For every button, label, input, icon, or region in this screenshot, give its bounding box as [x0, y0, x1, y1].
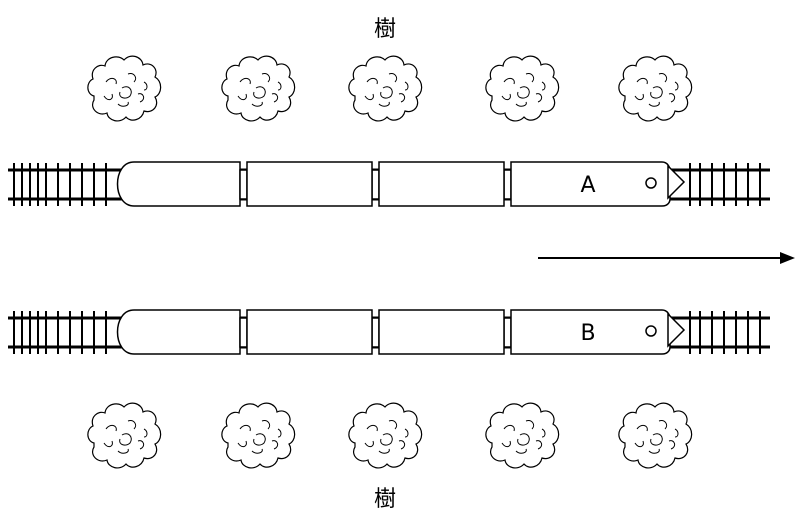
- tree-icon: [485, 402, 560, 469]
- headlight-icon: [645, 177, 657, 189]
- train-a-label: A: [580, 173, 595, 198]
- train-b: [116, 309, 686, 355]
- tree-icon: [618, 402, 693, 469]
- train-b-label: B: [580, 321, 595, 346]
- train-a: [116, 161, 686, 207]
- tree-icon: [87, 55, 162, 122]
- tree-icon: [87, 402, 162, 469]
- top-tree-row: [87, 55, 693, 122]
- tree-icon: [485, 55, 560, 122]
- bottom-tree-row: [87, 402, 693, 469]
- tree-icon: [221, 55, 296, 122]
- tree-icon: [221, 402, 296, 469]
- tree-icon: [348, 402, 423, 469]
- top-trees-label: 樹: [374, 17, 396, 42]
- tree-icon: [618, 55, 693, 122]
- headlight-icon: [645, 325, 657, 337]
- right-arrow-icon: [538, 252, 795, 264]
- bottom-trees-label: 樹: [374, 487, 396, 512]
- tree-icon: [348, 55, 423, 122]
